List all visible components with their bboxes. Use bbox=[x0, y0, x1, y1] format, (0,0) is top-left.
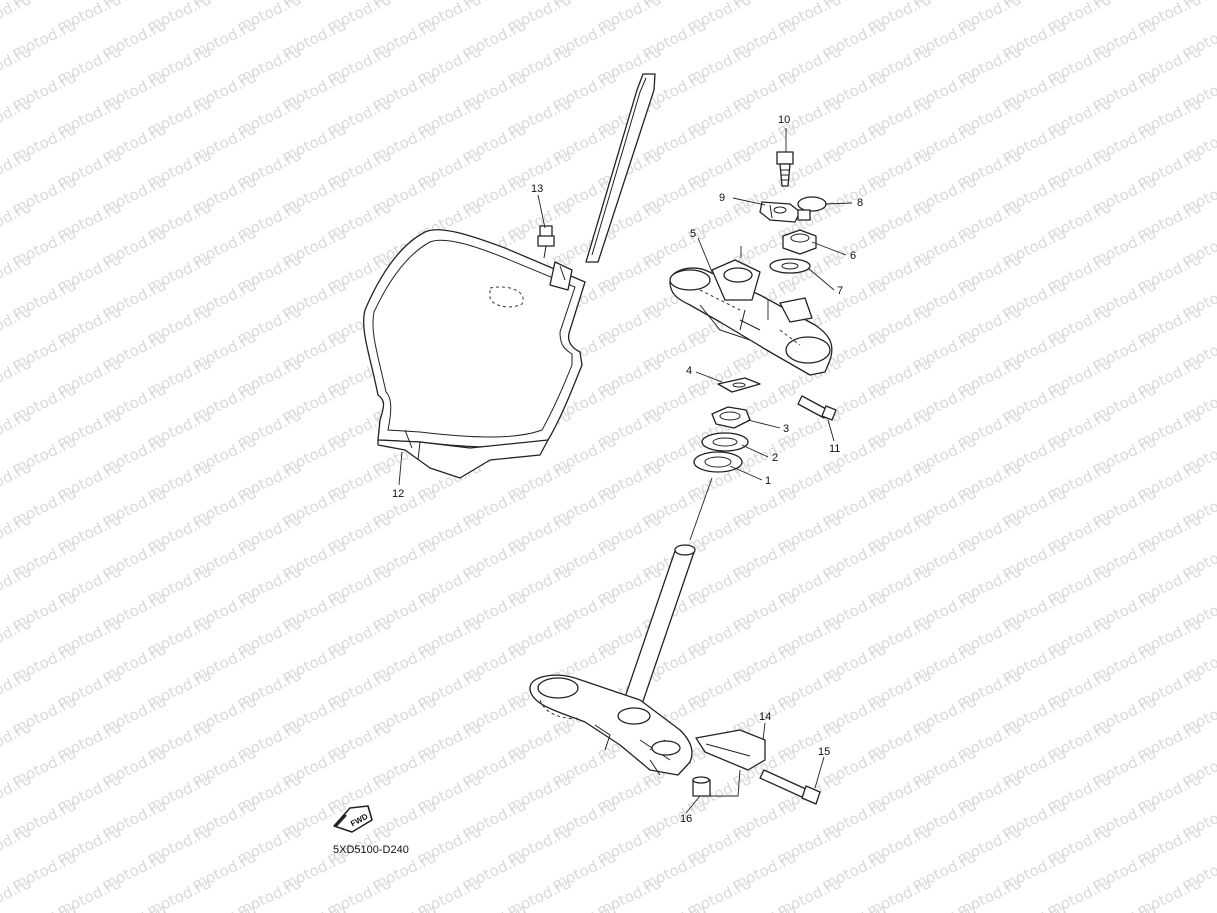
nut-3 bbox=[711, 406, 751, 429]
washer-4 bbox=[717, 377, 761, 393]
collar-16 bbox=[692, 776, 711, 797]
callout-7: 7 bbox=[837, 285, 843, 297]
bearing-2 bbox=[701, 432, 749, 452]
bolt-13 bbox=[537, 225, 555, 259]
leader-lines bbox=[398, 128, 853, 814]
watermark-text: motod.ru bbox=[99, 900, 169, 913]
watermark-text: motod.ru bbox=[189, 900, 259, 913]
callout-16: 16 bbox=[680, 813, 692, 825]
callouts: 1 2 3 4 5 6 7 8 9 10 11 12 13 14 15 16 bbox=[392, 114, 863, 825]
watermark-text: motod.ru bbox=[459, 900, 529, 913]
watermark-text: motod.ru bbox=[0, 42, 34, 87]
callout-3: 3 bbox=[783, 423, 789, 435]
race-1 bbox=[693, 451, 743, 473]
callout-5: 5 bbox=[690, 228, 696, 240]
callout-9: 9 bbox=[719, 192, 725, 204]
guide-14 bbox=[695, 729, 766, 771]
watermark-text: motod.ru bbox=[549, 900, 619, 913]
bolt-15 bbox=[759, 769, 821, 805]
watermark-text: motod.ru bbox=[0, 718, 34, 763]
watermark-text: motod.ru bbox=[1179, 900, 1217, 913]
bolt-10 bbox=[776, 151, 794, 187]
watermark-text: motod.ru bbox=[0, 146, 34, 191]
watermark-text: motod.ru bbox=[0, 562, 34, 607]
watermark-text: motod.ru bbox=[9, 900, 79, 913]
callout-13: 13 bbox=[531, 183, 543, 195]
watermark-text: motod.ru bbox=[639, 900, 709, 913]
clamp-9 bbox=[759, 201, 801, 223]
watermark-text: motod.ru bbox=[0, 874, 34, 913]
callout-10: 10 bbox=[778, 114, 790, 126]
watermark-text: motod.ru bbox=[0, 458, 34, 503]
lower-bracket bbox=[529, 477, 713, 776]
callout-15: 15 bbox=[818, 746, 830, 758]
watermark-text: motod.ru bbox=[0, 510, 34, 555]
watermark-text: motod.ru bbox=[279, 900, 349, 913]
callout-11: 11 bbox=[829, 443, 840, 455]
watermark-text: motod.ru bbox=[0, 94, 34, 139]
callout-2: 2 bbox=[772, 452, 778, 464]
watermark-text: motod.ru bbox=[0, 666, 34, 711]
number-plate bbox=[363, 73, 656, 479]
callout-6: 6 bbox=[850, 250, 856, 262]
nut-6 bbox=[782, 229, 817, 255]
watermark-text: motod.ru bbox=[0, 822, 34, 867]
callout-8: 8 bbox=[857, 197, 863, 209]
watermark-text: motod.ru bbox=[0, 0, 34, 36]
watermark-text: motod.ru bbox=[999, 900, 1069, 913]
watermark-text: motod.ru bbox=[0, 198, 34, 243]
upper-bracket bbox=[669, 246, 833, 376]
watermark-text: motod.ru bbox=[0, 614, 34, 659]
fwd-arrow-icon: FWD bbox=[333, 805, 373, 833]
diagram-code: 5XD5100-D240 bbox=[333, 844, 409, 856]
watermark-text: motod.ru bbox=[369, 900, 439, 913]
watermark-text: motod.ru bbox=[1089, 900, 1159, 913]
callout-4: 4 bbox=[686, 365, 692, 377]
watermark-text: motod.ru bbox=[0, 250, 34, 295]
watermark-text: motod.ru bbox=[819, 900, 889, 913]
callout-1: 1 bbox=[765, 475, 771, 487]
bolt-11 bbox=[797, 395, 837, 421]
watermark-text: motod.ru bbox=[0, 406, 34, 451]
callout-12: 12 bbox=[392, 488, 404, 500]
callout-14: 14 bbox=[759, 711, 771, 723]
watermark-text: motod.ru bbox=[0, 302, 34, 347]
watermark-text: motod.ru bbox=[729, 900, 799, 913]
watermark-text: motod.ru bbox=[0, 770, 34, 815]
watermark-text: motod.ru bbox=[909, 900, 979, 913]
washer-7 bbox=[769, 258, 811, 274]
watermark-text: motod.ru bbox=[0, 354, 34, 399]
